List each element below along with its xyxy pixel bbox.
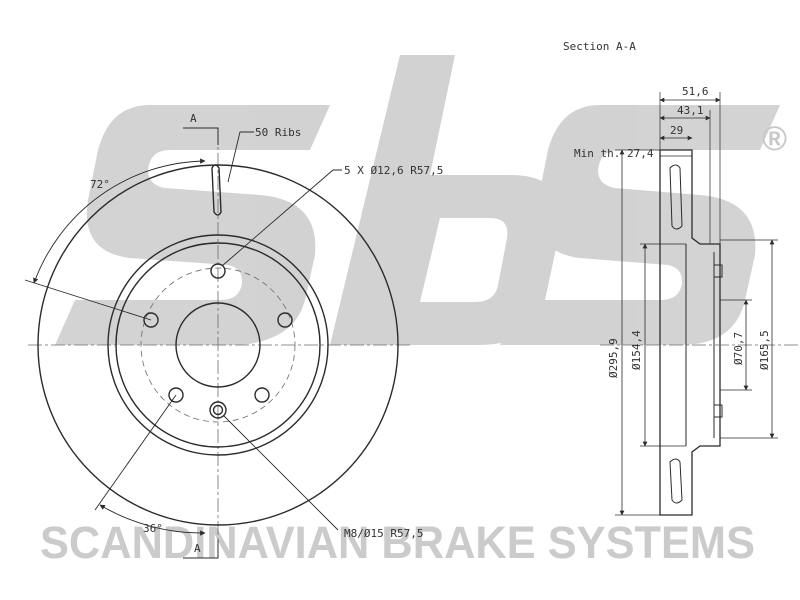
bolt-hole: [168, 387, 184, 403]
angle-36-arc: [99, 504, 206, 536]
dim-43-1-label: 43,1: [677, 104, 704, 117]
watermark-letter-s1: [55, 105, 330, 345]
dia-154-4-label: Ø154,4: [630, 330, 643, 370]
angle-72-label: 72°: [90, 178, 110, 191]
angle-36-label: 36°: [143, 522, 163, 535]
ribs-label: 50 Ribs: [255, 126, 301, 139]
rib-slot: [211, 164, 222, 216]
center-bore: [175, 302, 261, 388]
bolt-hole: [210, 263, 226, 279]
bolt-holes-label: 5 X Ø12,6 R57,5: [344, 164, 443, 177]
section-mark-top: A: [190, 112, 197, 125]
section-title: Section A-A: [563, 40, 636, 53]
section-arrow-bottom: [183, 540, 219, 559]
section-arrow-top: [183, 127, 219, 145]
section-view: [600, 92, 800, 516]
disc-outer-edge: [37, 164, 399, 526]
thread-hole-outer: [209, 401, 227, 419]
disc-hat-outer: [107, 234, 329, 456]
bolt-hole: [143, 312, 159, 328]
thread-hole-inner: [212, 404, 224, 416]
disc-hat-inner: [115, 242, 321, 448]
friction-ring-profile: [659, 149, 721, 516]
angle-36-extension: [94, 394, 177, 511]
watermark-letter-b: [330, 55, 562, 345]
registered-mark: ®: [762, 120, 787, 158]
vent-channel-bottom: [669, 458, 683, 504]
dia-295-9-label: Ø295,9: [607, 338, 620, 378]
angle-72-extension: [24, 279, 152, 321]
vent-channel-top: [669, 164, 683, 230]
hub-step-top: [713, 264, 723, 278]
dim-51-6-label: 51,6: [682, 85, 709, 98]
bolt-hole: [254, 387, 270, 403]
section-mark-bottom: A: [194, 542, 201, 555]
min-thickness-label: Min th. 27,4: [574, 147, 654, 160]
dim-29-label: 29: [670, 124, 683, 137]
ribs-leader: [227, 131, 254, 183]
bolt-hole: [277, 312, 293, 328]
thread-hole-label: M8/Ø15 R57,5: [344, 527, 423, 540]
dia-165-5-label: Ø165,5: [758, 330, 771, 370]
hub-step-bottom: [713, 404, 723, 418]
bolt-circle: [140, 267, 296, 423]
bolt-holes-leader: [221, 169, 342, 267]
angle-72-arc: [33, 158, 206, 284]
front-view: [24, 127, 412, 560]
dia-70-7-label: Ø70,7: [732, 332, 745, 365]
thread-leader: [223, 415, 339, 531]
watermark-letter-s2: [500, 105, 780, 345]
